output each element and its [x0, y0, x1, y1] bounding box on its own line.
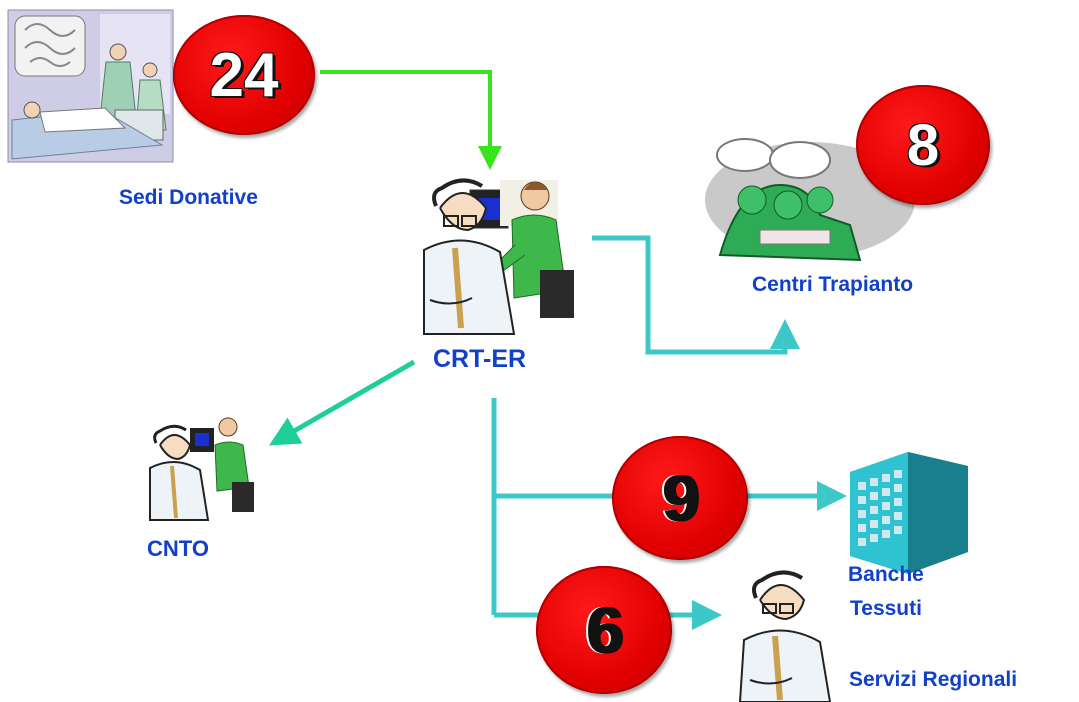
badge-servizi-regionali: 6 [536, 566, 672, 694]
badge-servizi-regionali-count: 6 [585, 593, 623, 667]
doctor-icon [738, 570, 832, 702]
arrow-crt-to-centri [592, 235, 800, 355]
label-banche-tessuti-line1: Banche [848, 563, 924, 586]
workstation-people-icon [149, 417, 254, 521]
office-building-icon [850, 452, 968, 574]
badge-sedi-donative: 24 [173, 15, 315, 135]
surgery-team-icon [705, 138, 915, 262]
operating-room-clipart-icon [7, 9, 174, 163]
badge-banche-tessuti: 9 [612, 436, 748, 560]
badge-centri-trapianto: 8 [856, 85, 990, 205]
label-centri-trapianto: Centri Trapianto [752, 273, 914, 296]
badge-sedi-donative-count: 24 [209, 40, 279, 110]
label-servizi-regionali: Servizi Regionali [849, 668, 1018, 691]
label-crt-er: CRT-ER [433, 345, 527, 373]
arrow-sedi-to-crt [320, 70, 502, 170]
label-cnto: CNTO [147, 536, 209, 561]
workstation-people-icon [423, 178, 574, 335]
badge-centri-trapianto-count: 8 [906, 112, 940, 178]
arrow-crt-to-cnto [269, 359, 416, 446]
label-banche-tessuti-line2: Tessuti [850, 597, 922, 620]
label-sedi-donative: Sedi Donative [119, 186, 258, 209]
badge-banche-tessuti-count: 9 [661, 461, 699, 535]
